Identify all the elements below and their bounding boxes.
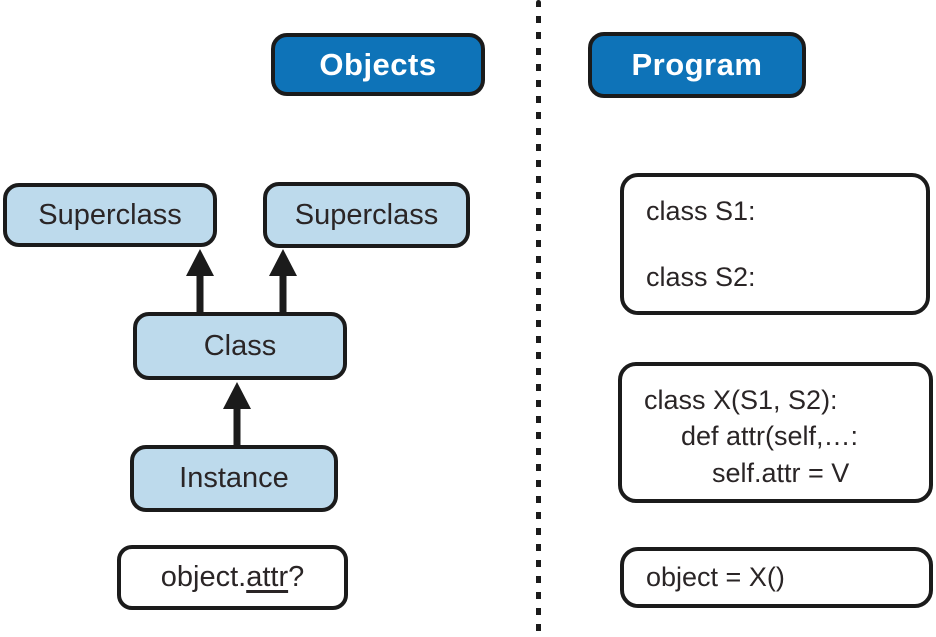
program-header: Program bbox=[588, 32, 806, 98]
class-code-box: class X(S1, S2): def attr(self,…: self.a… bbox=[618, 362, 933, 503]
code-line: object = X() bbox=[646, 562, 785, 593]
instance-node: Instance bbox=[130, 445, 338, 512]
superclass-node-right: Superclass bbox=[263, 182, 470, 248]
superclass-node-left: Superclass bbox=[3, 183, 217, 247]
inheritance-arrow-class-to-superclass-right bbox=[269, 249, 297, 313]
code-line: class S1: bbox=[646, 196, 756, 226]
inheritance-arrow-class-to-superclass-left bbox=[186, 249, 214, 313]
code-line: self.attr = V bbox=[712, 457, 850, 488]
lookup-prefix: object. bbox=[160, 561, 247, 593]
attribute-lookup-box: object.attr? bbox=[117, 545, 348, 610]
instance-code-box: object = X() bbox=[620, 547, 933, 608]
objects-header: Objects bbox=[271, 33, 485, 96]
code-line: def attr(self,…: bbox=[681, 421, 859, 452]
objects-program-divider bbox=[536, 0, 541, 637]
lookup-attr: attr bbox=[246, 561, 289, 593]
lookup-suffix: ? bbox=[288, 561, 305, 593]
superclasses-code-box: class S1: class S2: bbox=[620, 173, 930, 315]
inheritance-arrow-instance-to-class bbox=[223, 382, 251, 446]
code-line: class X(S1, S2): bbox=[644, 385, 838, 415]
class-node: Class bbox=[133, 312, 347, 380]
code-line: class S2: bbox=[646, 261, 756, 292]
